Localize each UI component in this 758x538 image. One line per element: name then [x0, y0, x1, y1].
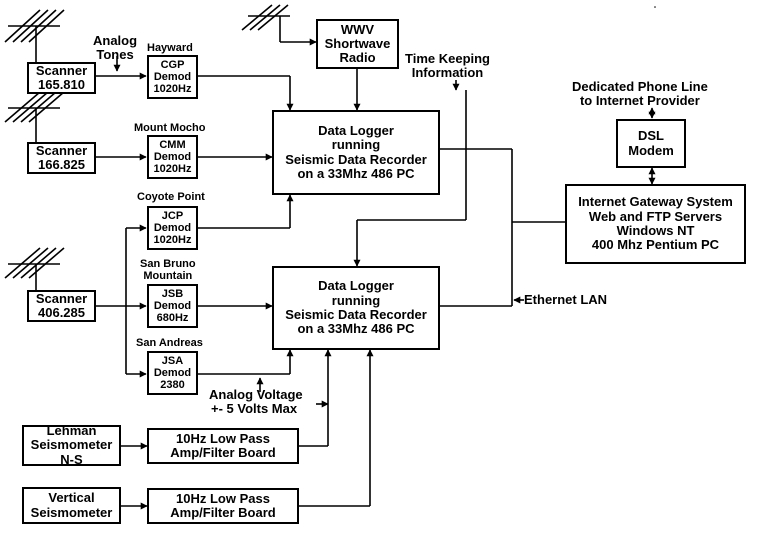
ethernet-lan-label: Ethernet LAN: [524, 292, 608, 307]
time-keeping-label: Time Keeping Information: [405, 51, 491, 81]
scanner-1-box: Scanner 165.810: [27, 62, 96, 94]
scanner-3-box: Scanner 406.285: [27, 290, 96, 322]
station-label-mount-mocho: Mount Mocho: [134, 122, 206, 134]
demod-cmm-box: CMM Demod 1020Hz: [147, 135, 198, 179]
station-label-san-bruno: San Bruno Mountain: [140, 258, 196, 283]
demod-cgp-box: CGP Demod 1020Hz: [147, 55, 198, 99]
station-label-hayward: Hayward: [147, 42, 193, 54]
data-logger-1-box: Data Logger running Seismic Data Recorde…: [272, 110, 440, 195]
antenna-icon: [4, 247, 65, 290]
lehman-seismometer-box: Lehman Seismometer N-S: [22, 423, 121, 466]
scanner-frequency: 406.285: [38, 305, 85, 320]
dsl-modem-box: DSL Modem: [616, 119, 686, 168]
scanner-label: Scanner: [35, 62, 88, 78]
station-label-coyote-point: Coyote Point: [137, 191, 205, 203]
scanner-label: Scanner: [35, 142, 88, 158]
scanner-label: Scanner: [35, 290, 88, 306]
internet-gateway-box: Internet Gateway System Web and FTP Serv…: [565, 184, 746, 264]
wwv-radio-box: WWV Shortwave Radio: [316, 19, 399, 69]
demod-jsa-box: JSA Demod 2380: [147, 351, 198, 395]
analog-voltage-label: Analog Voltage +- 5 Volts Max: [209, 387, 303, 417]
scanner-2-box: Scanner 166.825: [27, 142, 96, 174]
antenna-icon: [4, 91, 65, 143]
filter-board-2-box: 10Hz Low Pass Amp/Filter Board: [147, 488, 299, 524]
filter-board-1-box: 10Hz Low Pass Amp/Filter Board: [147, 428, 299, 464]
phone-line-label: Dedicated Phone Line to Internet Provide…: [572, 79, 708, 109]
demod-jsb-box: JSB Demod 680Hz: [147, 284, 198, 328]
scanner-frequency: 166.825: [38, 157, 85, 172]
antenna-icon: [4, 9, 65, 62]
antenna-icon: [241, 4, 317, 46]
station-label-san-andreas: San Andreas: [136, 337, 203, 349]
demod-jcp-box: JCP Demod 1020Hz: [147, 206, 198, 250]
analog-tones-label: Analog Tones: [93, 33, 138, 63]
data-logger-2-box: Data Logger running Seismic Data Recorde…: [272, 266, 440, 350]
scanner-frequency: 165.810: [38, 77, 85, 92]
vertical-seismometer-box: Vertical Seismometer: [22, 487, 121, 524]
